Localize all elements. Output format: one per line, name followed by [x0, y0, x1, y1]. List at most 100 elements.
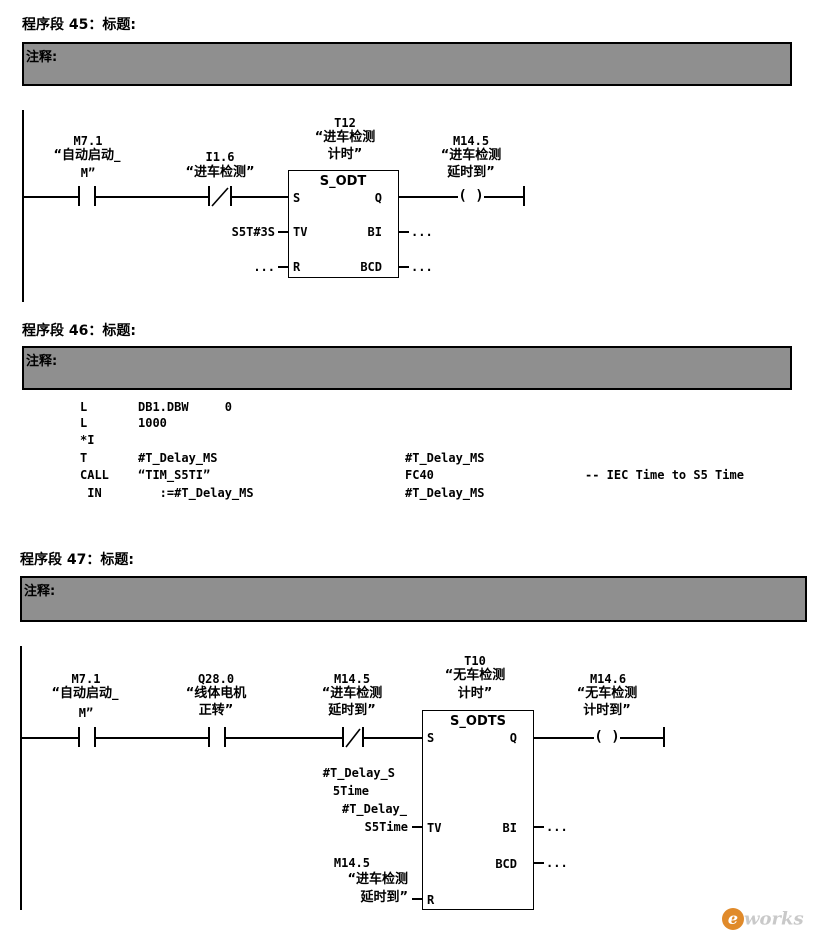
pin-wire	[399, 266, 409, 268]
timer-name: T12	[334, 116, 356, 130]
pin-bcd: BCD	[360, 260, 382, 274]
pin-wire	[399, 231, 409, 233]
pin-tv: TV	[427, 821, 442, 835]
coil-m14-5[interactable]: ( )	[458, 188, 484, 204]
contact-bar	[230, 186, 232, 206]
network-45-comment[interactable]: 注释:	[22, 42, 792, 86]
timer-type: S_ODTS	[450, 714, 506, 729]
network-47-comment[interactable]: 注释:	[20, 576, 807, 622]
wire	[20, 737, 78, 739]
logo-mark-icon: e	[722, 908, 744, 930]
negation-slash-icon	[211, 187, 229, 207]
network-47-title: 程序段 47：标题:	[20, 552, 134, 568]
tv-operand[interactable]: #T_Delay_S	[322, 766, 395, 780]
pin-wire	[412, 898, 422, 900]
timer-type: S_ODT	[319, 174, 367, 189]
pin-s: S	[293, 191, 301, 205]
timer-symbol: 计时”	[457, 686, 493, 701]
wire	[232, 196, 288, 198]
wire	[364, 737, 422, 739]
contact-address: M7.1	[73, 134, 103, 148]
pin-wire	[412, 826, 422, 828]
pin-q: Q	[374, 191, 382, 205]
pin-bi: BI	[502, 821, 517, 835]
network-46-comment[interactable]: 注释:	[22, 346, 792, 390]
network-45-title: 程序段 45：标题:	[22, 17, 136, 33]
contact-bar	[362, 727, 364, 747]
r-operand-address[interactable]: M14.5	[333, 856, 370, 870]
power-rail	[22, 110, 24, 302]
pin-bi: BI	[367, 225, 382, 239]
stl-op: IN	[80, 486, 102, 500]
contact-bar	[94, 186, 96, 206]
contact-bar	[208, 186, 210, 206]
contact-symbol: “进车检测”	[185, 165, 255, 180]
coil-address: M14.5	[452, 134, 490, 148]
comment-label: 注释:	[26, 354, 58, 369]
wire	[534, 737, 598, 739]
stl-arg: DB1.DBW 0	[138, 400, 232, 414]
pin-q: Q	[509, 731, 517, 745]
wire-end	[663, 727, 665, 747]
contact-bar	[78, 186, 80, 206]
comment-label: 注释:	[24, 584, 56, 599]
stl-op: *I	[80, 433, 95, 447]
wire	[398, 196, 462, 198]
contact-address: M7.1	[71, 672, 101, 686]
contact-symbol: “进车检测	[321, 686, 383, 701]
wire	[226, 737, 342, 739]
pin-bcd: BCD	[495, 857, 517, 871]
contact-bar	[224, 727, 226, 747]
contact-address: I1.6	[205, 150, 235, 164]
contact-bar	[78, 727, 80, 747]
timer-block-s-odt[interactable]: S_ODT S Q TV BI R BCD	[288, 170, 399, 278]
coil-symbol: “无车检测	[576, 686, 638, 701]
coil-m14-6[interactable]: ( )	[594, 729, 620, 745]
stl-arg: :=#T_Delay_MS	[138, 486, 254, 500]
pin-r: R	[427, 893, 435, 907]
wire	[96, 196, 208, 198]
stl-arg: 1000	[138, 416, 167, 430]
pin-tv: TV	[293, 225, 308, 239]
tv-operand[interactable]: #T_Delay_	[341, 802, 407, 816]
wire-end	[523, 186, 525, 206]
tv-operand[interactable]: S5Time	[364, 820, 408, 834]
stl-arg: “TIM_S5TI”	[138, 468, 211, 482]
wire	[22, 196, 78, 198]
wire	[96, 737, 208, 739]
coil-address: M14.6	[589, 672, 627, 686]
timer-block-s-odts[interactable]: S_ODTS S Q TV BI BCD R	[422, 710, 534, 910]
bcd-value[interactable]: ...	[546, 856, 568, 870]
timer-symbol: “无车检测	[444, 668, 506, 683]
contact-bar	[342, 727, 344, 747]
stl-comment-col: #T_Delay_MS	[405, 486, 485, 500]
network-46-title: 程序段 46：标题:	[22, 323, 136, 339]
r-operand-symbol: 延时到”	[360, 890, 408, 905]
bcd-value[interactable]: ...	[411, 260, 433, 274]
bi-value[interactable]: ...	[546, 820, 568, 834]
r-operand-symbol: “进车检测	[347, 872, 408, 887]
coil-symbol: 延时到”	[447, 165, 495, 180]
contact-symbol: “自动启动_	[53, 148, 121, 163]
contact-symbol: “线体电机	[185, 686, 247, 701]
wire	[616, 737, 664, 739]
tv-operand[interactable]: 5Time	[332, 784, 369, 798]
stl-op: L	[80, 416, 88, 430]
pin-r: R	[293, 260, 301, 274]
bi-value[interactable]: ...	[411, 225, 433, 239]
contact-symbol: M”	[78, 706, 94, 720]
pin-wire	[534, 826, 544, 828]
pin-s: S	[427, 731, 435, 745]
stl-op: T	[80, 451, 88, 465]
comment-label: 注释:	[26, 50, 58, 65]
coil-symbol: 计时到”	[583, 703, 631, 718]
tv-value[interactable]: S5T#3S	[231, 225, 275, 239]
stl-arg: #T_Delay_MS	[138, 451, 218, 465]
contact-symbol: 正转”	[198, 703, 234, 718]
pin-wire	[534, 862, 544, 864]
contact-bar	[208, 727, 210, 747]
contact-address: M14.5	[333, 672, 371, 686]
wire	[480, 196, 524, 198]
r-value[interactable]: ...	[253, 260, 275, 274]
